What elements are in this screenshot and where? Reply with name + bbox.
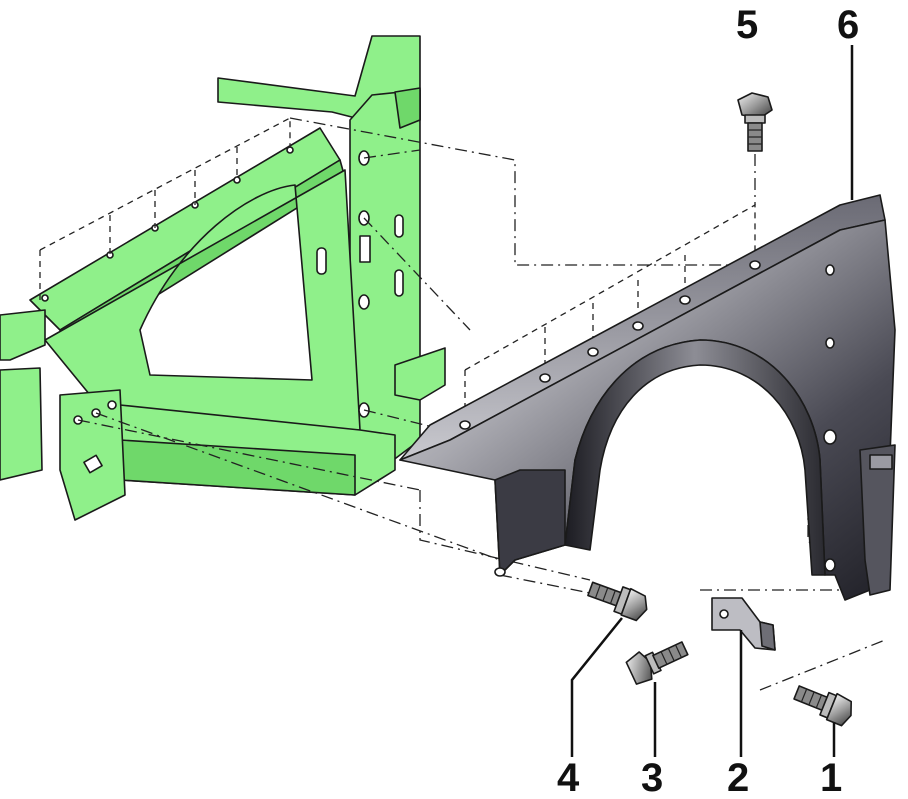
callout-number-3: 3	[641, 756, 663, 799]
callout-leaders	[570, 45, 854, 757]
body-structure-panel	[0, 35, 446, 521]
callout-number-1: 1	[820, 756, 842, 799]
callout-number-6: 6	[837, 3, 859, 47]
fender-panel	[399, 194, 896, 601]
bolt-icon	[587, 581, 648, 622]
bracket-icon	[711, 597, 776, 651]
bolt-icon	[793, 685, 852, 727]
bolt-icon	[737, 92, 773, 152]
callout-number-2: 2	[727, 756, 749, 799]
bolt-icon	[625, 641, 689, 685]
callout-number-4: 4	[557, 756, 580, 799]
callout-number-5: 5	[736, 3, 758, 47]
